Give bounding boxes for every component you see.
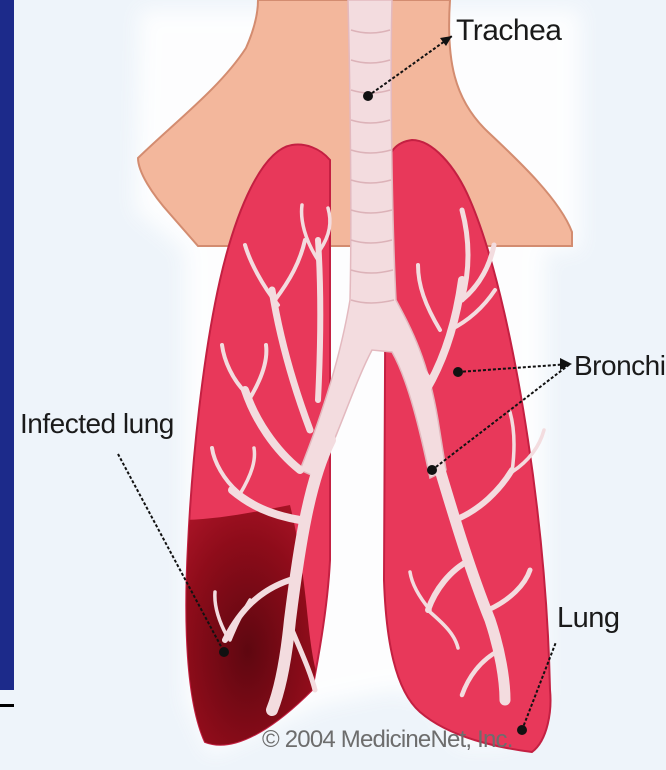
bronchi-pointer-dot-upper — [453, 367, 463, 377]
trachea-label: Trachea — [456, 14, 561, 48]
copyright-notice: © 2004 MedicineNet, Inc. — [262, 726, 513, 754]
bronchi-arrowhead — [560, 358, 572, 370]
trachea-pointer-dot — [363, 91, 373, 101]
bronchi-pointer-dot-lower — [427, 465, 437, 475]
lung-pointer-dot — [517, 725, 527, 735]
infected-lung-pointer-dot — [219, 647, 229, 657]
lung-label: Lung — [557, 602, 620, 635]
infected-lung-label: Infected lung — [20, 408, 174, 440]
bronchi-label: Bronchi — [574, 350, 665, 382]
